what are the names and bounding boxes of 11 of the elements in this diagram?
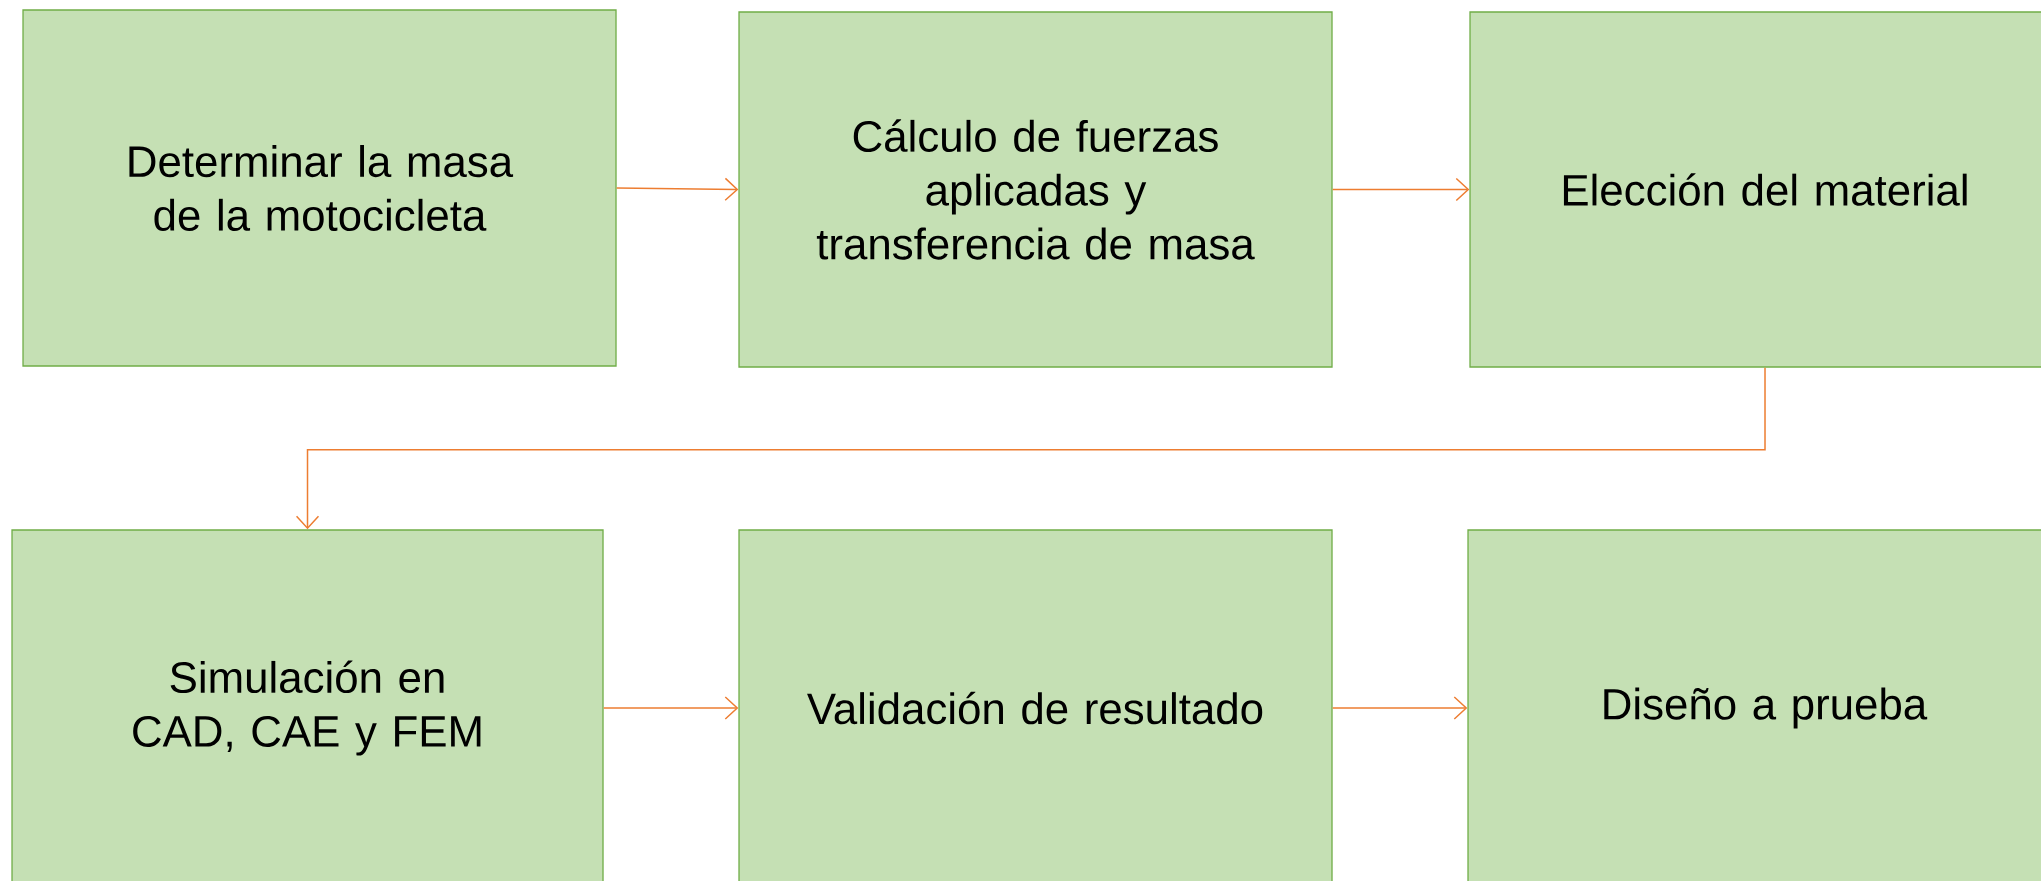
process-box: Diseño a prueba xyxy=(1467,529,2041,881)
arrow xyxy=(615,177,739,202)
process-box: Validación de resultado xyxy=(738,529,1333,881)
arrow xyxy=(602,696,739,720)
arrow xyxy=(1331,177,1470,202)
process-box: Determinar la masa de la motocicleta xyxy=(22,9,617,367)
process-box: Simulación en CAD, CAE y FEM xyxy=(11,529,604,881)
process-box: Cálculo de fuerzas aplicadas y transferencia de masa xyxy=(738,11,1333,368)
arrow xyxy=(1331,696,1468,720)
arrow xyxy=(295,366,1766,530)
process-box: Elección del material xyxy=(1469,11,2041,368)
